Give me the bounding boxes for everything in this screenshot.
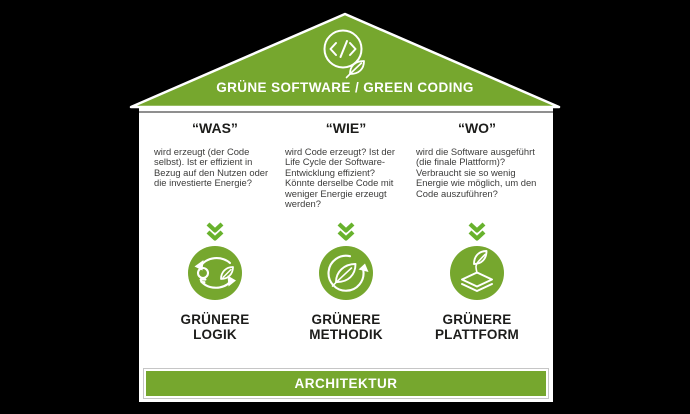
double-chevron-down-icon bbox=[337, 222, 355, 241]
column-was-label-line2: LOGIK bbox=[193, 327, 237, 342]
column-wie-label-line2: METHODIK bbox=[309, 327, 383, 342]
column-was-description: wird erzeugt (der Code selbst). Ist er e… bbox=[154, 146, 269, 189]
lightbulb-leaf-cycle-icon bbox=[188, 246, 242, 300]
column-wo-header: “WO” bbox=[457, 120, 497, 136]
column-was-header: “WAS” bbox=[192, 120, 238, 136]
column-was-label: GRÜNERE LOGIK bbox=[181, 312, 250, 342]
code-leaf-icon bbox=[323, 29, 365, 79]
column-wie-label: GRÜNERE METHODIK bbox=[309, 312, 383, 342]
columns-row: “WAS” wird erzeugt (der Code selbst). Is… bbox=[151, 118, 541, 342]
double-chevron-down-icon bbox=[206, 222, 224, 241]
diagram-title: GRÜNE SOFTWARE / GREEN CODING bbox=[216, 80, 474, 95]
column-wie-header: “WIE” bbox=[325, 120, 367, 136]
roof-base-line bbox=[139, 111, 553, 113]
architecture-label: ARCHITEKTUR bbox=[294, 376, 398, 391]
leaf-platform-layers-icon bbox=[450, 246, 504, 300]
double-chevron-down-icon bbox=[468, 222, 486, 241]
column-wie-label-line1: GRÜNERE bbox=[311, 312, 381, 327]
column-wie-description: wird Code erzeugt? Ist der Life Cycle de… bbox=[285, 146, 395, 210]
leaf-refresh-cycle-icon bbox=[319, 246, 373, 300]
column-was-label-line1: GRÜNERE bbox=[180, 312, 250, 327]
column-wo-label-line1: GRÜNERE bbox=[442, 312, 512, 327]
roof-triangle bbox=[129, 12, 561, 109]
column-wo: “WO” wird die Software ausgeführt (die f… bbox=[413, 118, 541, 342]
column-wo-label: GRÜNERE PLATTFORM bbox=[435, 312, 519, 342]
column-wie: “WIE” wird Code erzeugt? Ist der Life Cy… bbox=[282, 118, 410, 342]
column-was: “WAS” wird erzeugt (der Code selbst). Is… bbox=[151, 118, 279, 342]
column-wo-label-line2: PLATTFORM bbox=[434, 327, 520, 342]
architecture-bar-frame: ARCHITEKTUR bbox=[143, 368, 549, 399]
house-body: “WAS” wird erzeugt (der Code selbst). Is… bbox=[139, 108, 553, 402]
architecture-bar: ARCHITEKTUR bbox=[146, 371, 546, 396]
column-wo-description: wird die Software ausgeführt (die finale… bbox=[416, 146, 537, 199]
